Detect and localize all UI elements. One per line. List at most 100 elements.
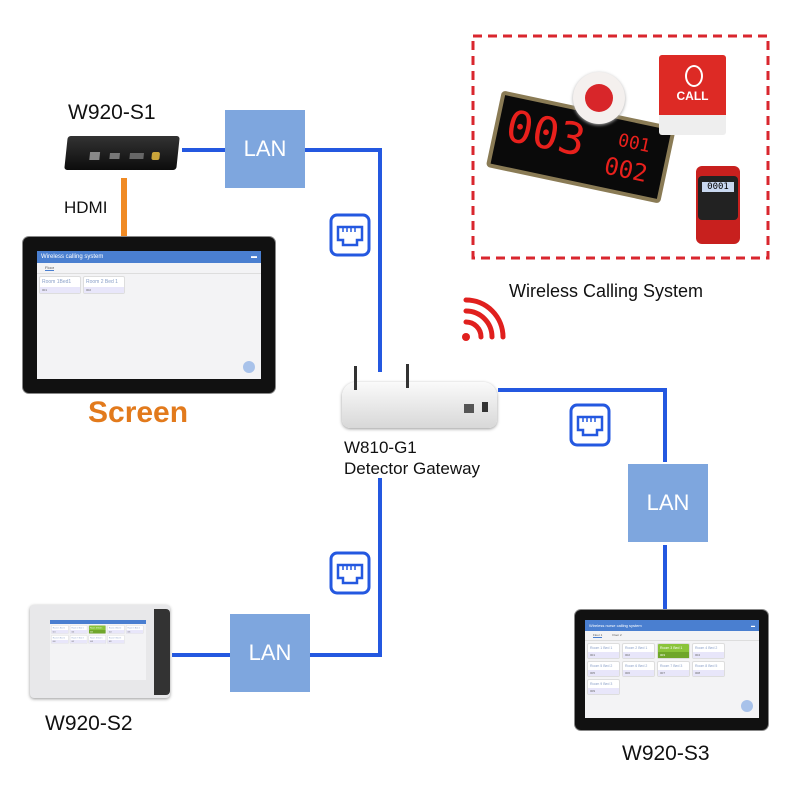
- s3-label: W920-S3: [622, 742, 710, 765]
- room-name: Room 9 Bed 3: [590, 682, 613, 686]
- room-card[interactable]: Room 1Bed1 001: [39, 276, 81, 294]
- floating-action-button[interactable]: [243, 361, 255, 373]
- room-name: Room 6 Bed 2: [625, 664, 648, 668]
- room-name: Room 3 Bed 1: [660, 646, 683, 650]
- room-code: 003: [658, 652, 689, 658]
- gateway-device: [342, 382, 497, 428]
- led-sub-number-1: 001: [616, 129, 653, 158]
- room-card[interactable]: Room 1 Bed 1 001: [587, 643, 620, 659]
- room-name: Room 5 Bed 2: [127, 626, 140, 629]
- room-card[interactable]: Room 2 Bed 1 002: [83, 276, 125, 294]
- lan-line-gateway-s3: [498, 388, 667, 462]
- room-card[interactable]: Room 5 Bed 2 005: [587, 661, 620, 677]
- gateway-model: W810-G1: [344, 438, 417, 457]
- antenna-icon: [354, 366, 357, 390]
- room-name: Room 4 Bed 2: [695, 646, 718, 650]
- room-code: 009: [107, 639, 125, 644]
- floor-tab[interactable]: Floor 2: [612, 633, 622, 637]
- room-name: Room 9 Bed 3: [108, 636, 122, 639]
- room-code: 006: [623, 670, 654, 676]
- room-card[interactable]: Room 7 Bed 3 007: [657, 661, 690, 677]
- menu-icon[interactable]: ▬: [251, 254, 257, 260]
- ethernet-port-icon: [569, 403, 611, 447]
- screen-label: Screen: [88, 396, 189, 429]
- wifi-signal-icon: [462, 297, 506, 341]
- room-name: Room 6 Bed 2: [52, 636, 66, 639]
- room-code: 007: [658, 670, 689, 676]
- room-name: Room 1 Bed 1: [52, 626, 66, 629]
- room-code: 009: [588, 688, 619, 694]
- hdmi-label: HDMI: [64, 198, 108, 217]
- room-code: 004: [107, 630, 125, 634]
- room-name: Room 2 Bed 1: [625, 646, 648, 650]
- room-code: 008: [693, 670, 724, 676]
- room-card[interactable]: Room 8 Bed 5 008: [692, 661, 725, 677]
- floor-tab[interactable]: Floor: [45, 265, 55, 271]
- ethernet-port-icon: [329, 551, 371, 595]
- room-card[interactable]: Room 9 Bed 3 009: [587, 679, 620, 695]
- room-name: Room 1Bed1: [42, 279, 72, 285]
- screen-s1-ui: Wireless calling system ▬ Floor Room 1Bed…: [37, 251, 261, 379]
- menu-icon[interactable]: ▬: [751, 623, 755, 628]
- room-code: 008: [89, 639, 106, 644]
- room-name: Room 1 Bed 1: [590, 646, 613, 650]
- ethernet-port-icon: [329, 213, 371, 257]
- room-card[interactable]: Room 4 Bed 2 004: [692, 643, 725, 659]
- room-name: Room 7 Bed 3: [71, 636, 84, 639]
- lan-line-gateway-s2: [310, 478, 382, 657]
- room-name: Room 8 Bed 5: [90, 636, 103, 639]
- led-sub-number-2: 002: [601, 151, 651, 189]
- room-name: Room 3 Bed 1: [90, 626, 103, 629]
- lan-box-s1: LAN: [225, 110, 305, 188]
- wireless-system-label: Wireless Calling System: [509, 281, 704, 301]
- floor-tab[interactable]: Floor 1: [593, 633, 603, 638]
- screen-monitor: Wireless calling system ▬ Floor Room 1Bed…: [23, 237, 275, 393]
- app-title: Wireless nurse calling system: [589, 623, 642, 628]
- room-code: 002: [84, 287, 124, 293]
- call-button-device: CALL: [659, 55, 726, 135]
- room-name: Room 2 Bed 1: [86, 279, 118, 285]
- wrist-watch-pager: 0001: [696, 166, 740, 244]
- room-name: Room 5 Bed 2: [590, 664, 613, 668]
- lan-box-s3: LAN: [628, 464, 708, 542]
- room-code: 005: [588, 670, 619, 676]
- room-name: Room 8 Bed 5: [695, 664, 718, 668]
- room-code: 001: [588, 652, 619, 658]
- touch-hand-icon: [685, 65, 703, 87]
- pager-button-device: [573, 72, 625, 124]
- s1-label: W920-S1: [68, 101, 156, 124]
- room-code: 002: [70, 630, 87, 634]
- room-name: Room 2 Bed 1: [71, 626, 84, 629]
- watch-reading: 0001: [702, 182, 734, 192]
- room-code: 001: [40, 287, 80, 293]
- room-code: 007: [70, 639, 87, 644]
- s3-tablet: Wireless nurse calling system ▬ Floor 1 Fl…: [575, 610, 768, 730]
- screen-s3-ui: Wireless nurse calling system ▬ Floor 1 Fl…: [585, 620, 759, 718]
- room-code: 004: [693, 652, 724, 658]
- lan-line-s1-gateway: [305, 148, 382, 372]
- room-card[interactable]: Room 3 Bed 1 003: [657, 643, 690, 659]
- floating-action-button[interactable]: [741, 700, 753, 712]
- room-code: 005: [126, 630, 143, 634]
- antenna-icon: [406, 364, 409, 388]
- gateway-label: W810-G1 Detector Gateway: [344, 437, 480, 479]
- s2-label: W920-S2: [45, 712, 133, 735]
- room-name: Room 7 Bed 3: [660, 664, 683, 668]
- room-code: 003: [89, 630, 106, 634]
- app-title: Wireless calling system: [41, 254, 104, 260]
- room-card[interactable]: Room 6 Bed 2 006: [622, 661, 655, 677]
